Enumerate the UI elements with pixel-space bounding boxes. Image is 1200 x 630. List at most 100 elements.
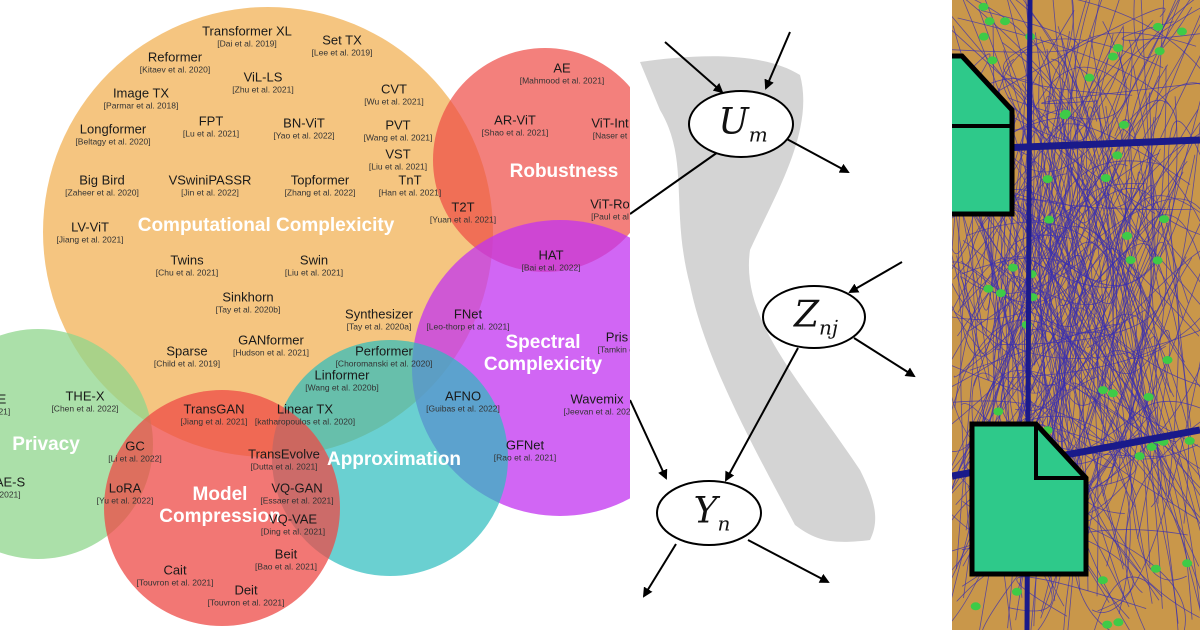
venn-item: Twins[Chu et al. 2021]: [155, 253, 219, 279]
venn-item: E021]: [0, 392, 11, 418]
venn-item-citation: [Hudson et al. 2021]: [232, 347, 310, 358]
venn-item-name: Linear TX: [276, 401, 334, 417]
node-label-y: Yn: [693, 490, 731, 536]
document-icon: [952, 53, 1015, 217]
venn-item-citation: [Tay et al. 2020a]: [346, 321, 412, 332]
venn-item-name: AR-ViT: [494, 112, 536, 128]
venn-item: Image TX[Parmar et al. 2018]: [103, 85, 179, 112]
venn-item-citation: [Ding et al. 2021]: [260, 526, 326, 537]
venn-item-citation: [Jiang et al. 2021]: [56, 234, 124, 245]
venn-item: Wavemix[Jeevan et al. 202: [563, 392, 630, 418]
venn-item-name: Sparse: [166, 343, 208, 359]
node-label-z: Znj: [793, 294, 839, 340]
venn-item-citation: [Touvron et al. 2021]: [136, 577, 214, 588]
venn-item: GFNet[Rao et al. 2021]: [493, 438, 557, 464]
venn-item: Longformer[Beltagy et al. 2020]: [75, 121, 151, 148]
venn-item-name: Transformer XL: [202, 23, 292, 39]
venn-item-name: Reformer: [147, 49, 203, 65]
venn-item: TransEvolve[Dutta et al. 2021]: [248, 446, 320, 473]
venn-item-name: VQ-GAN: [271, 480, 323, 496]
venn-item-citation: [Naser et: [592, 130, 628, 141]
venn-item-citation: [katharopoulos et al. 2020]: [254, 416, 356, 427]
venn-item: Big Bird[Zaheer et al. 2020]: [65, 173, 139, 199]
venn-item-name: ViT-Int: [591, 115, 629, 131]
venn-item-citation: [Bao et al. 2021]: [255, 561, 317, 572]
venn-item-name: VST: [385, 146, 411, 162]
venn-item: FPT[Lu et al. 2021]: [182, 114, 240, 140]
venn-item: T2T[Yuan et al. 2021]: [429, 200, 497, 226]
venn-item-citation: [Choromanski et al. 2020]: [335, 358, 433, 369]
venn-item-name: AE: [553, 60, 571, 76]
venn-item-citation: [Mahmood et al. 2021]: [519, 75, 605, 86]
venn-item-citation: [Zaheer et al. 2020]: [65, 187, 139, 198]
venn-item-name: TnT: [398, 172, 422, 188]
graphical-model-diagram: [630, 31, 916, 598]
venn-item: FNet[Leo-thorp et al. 2021]: [426, 307, 510, 333]
venn-item-citation: [Jeevan et al. 202: [563, 406, 630, 417]
cluster-label-robustness: Robustness: [509, 161, 619, 183]
circle-robustness: [433, 48, 630, 272]
venn-item-citation: [Leo-thorp et al. 2021]: [426, 321, 510, 332]
venn-item-name: GC: [125, 438, 145, 454]
venn-item-citation: [Paul et al: [591, 211, 629, 222]
venn-item-citation: [Beltagy et al. 2020]: [75, 136, 151, 147]
venn-item: PVT[Wang et al. 2021]: [364, 117, 433, 144]
cluster-label-spectral: Spectral Complexicity: [483, 332, 603, 375]
venn-item-name: AFNO: [444, 388, 482, 404]
venn-item-name: Set TX: [322, 32, 362, 48]
venn-item-citation: 021]: [0, 406, 11, 417]
venn-item: THE-X[Chen et al. 2022]: [51, 389, 118, 415]
venn-item-name: Image TX: [112, 85, 170, 101]
venn-item-citation: [Lee et al. 2019]: [311, 47, 373, 58]
network-graph: [952, 0, 1200, 630]
venn-item: GANformer[Hudson et al. 2021]: [232, 332, 310, 359]
venn-item: Performer[Choromanski et al. 2020]: [335, 343, 433, 370]
venn-item: TnT[Han et al. 2021]: [379, 172, 441, 199]
venn-item-name: Longformer: [79, 121, 147, 137]
venn-item-citation: [Yao et al. 2022]: [273, 130, 335, 141]
venn-item-citation: [Dutta et al. 2021]: [250, 461, 318, 472]
venn-item-citation: [Rao et al. 2021]: [493, 452, 557, 463]
venn-item-citation: [Lu et al. 2021]: [182, 128, 240, 139]
venn-item-name: Performer: [355, 343, 413, 359]
cluster-label-privacy: Privacy: [12, 434, 80, 456]
venn-item-citation: [Yu et al. 2022]: [96, 495, 154, 506]
venn-item-name: GANformer: [238, 332, 304, 348]
venn-item: Pris[Tamkin et: [597, 330, 630, 356]
venn-item-name: Synthesizer: [345, 306, 413, 322]
venn-item-name: TransEvolve: [248, 446, 320, 462]
venn-item: Linformer[Wang et al. 2020b]: [305, 368, 379, 394]
venn-item: Transformer XL[Dai et al. 2019]: [202, 23, 292, 50]
venn-diagram-panel: Computational Complexicity Robustness Sp…: [0, 7, 630, 626]
venn-item: VQ-GAN[Essaer et al. 2021]: [260, 480, 333, 507]
venn-item: Topformer[Zhang et al. 2022]: [285, 173, 356, 199]
venn-item-citation: [Jin et al. 2022]: [181, 187, 239, 198]
venn-item: Cait[Touvron et al. 2021]: [136, 563, 214, 589]
venn-item-name: Deit: [234, 582, 258, 598]
venn-item-citation: [Yuan et al. 2021]: [429, 214, 497, 225]
venn-item-citation: [Kitaev et al. 2020]: [139, 64, 211, 75]
venn-item-citation: [Wang et al. 2020b]: [305, 382, 379, 393]
venn-item-citation: [Jiang et al. 2021]: [180, 416, 248, 427]
venn-item-citation: [Tamkin et: [597, 344, 630, 355]
venn-item: Synthesizer[Tay et al. 2020a]: [345, 306, 413, 333]
cluster-label-compression: Model Compression: [159, 484, 281, 527]
node-z: [762, 285, 866, 349]
venn-item: Beit[Bao et al. 2021]: [255, 547, 317, 573]
venn-item-name: ViL-LS: [243, 69, 283, 85]
venn-item-citation: [Wu et al. 2021]: [364, 96, 424, 107]
venn-item-citation: [Parmar et al. 2018]: [103, 100, 179, 111]
venn-item: ViL-LS[Zhu et al. 2021]: [232, 69, 293, 96]
venn-item-name: AE-S: [0, 474, 26, 490]
venn-item-citation: [Liu et al. 2021]: [368, 161, 428, 172]
venn-item: GC[Li et al. 2022]: [108, 438, 161, 465]
venn-item: ViT-Int[Naser et: [591, 115, 629, 142]
network-graph-panel: [952, 0, 1200, 630]
venn-item-name: PVT: [385, 117, 411, 133]
venn-item-citation: [Chu et al. 2021]: [155, 267, 219, 278]
venn-item-name: Sinkhorn: [222, 289, 274, 305]
venn-item: VSwiniPASSR[Jin et al. 2022]: [168, 172, 252, 199]
venn-item-name: VSwiniPASSR: [168, 172, 252, 188]
